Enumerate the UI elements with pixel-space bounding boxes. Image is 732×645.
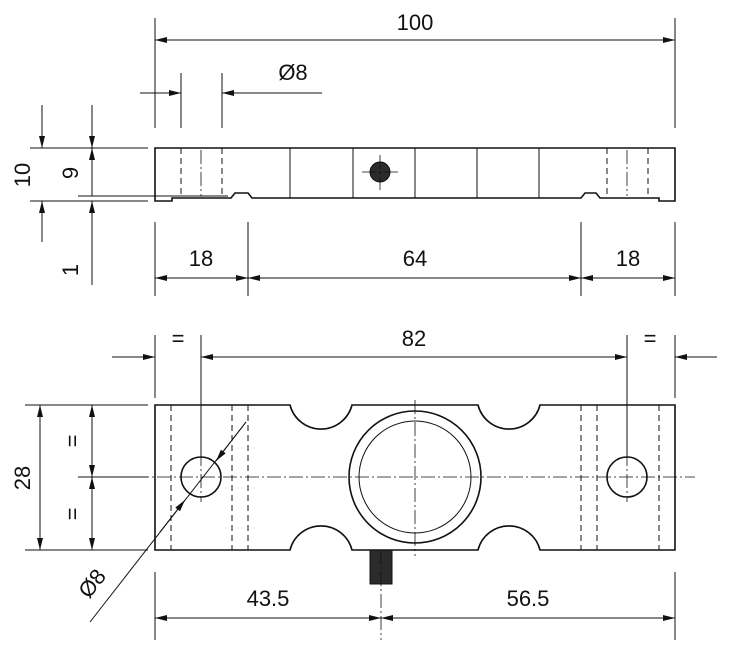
dim-text-9: 9: [58, 167, 83, 179]
top-view-outline: [154, 404, 676, 551]
dim-text-equal-lower: =: [60, 508, 85, 521]
dim-text-18-left: 18: [189, 246, 213, 271]
dim-text-82: 82: [402, 326, 426, 351]
dim-text-100: 100: [397, 10, 434, 35]
dim-text-hole-bottom: Ø8: [73, 564, 111, 603]
dim-text-equal-right: =: [644, 326, 657, 351]
top-view: 82 = = 28 = = Ø8 43.5 56.5: [10, 326, 717, 640]
dim-text-hole-top: Ø8: [278, 60, 307, 85]
hole-leader-arrow-b: [215, 421, 247, 462]
dim-text-equal-left: =: [172, 326, 185, 351]
side-view: 100 Ø8 10 9 1 18 64 18: [10, 10, 676, 296]
dim-text-28: 28: [10, 466, 35, 490]
dim-text-43-5: 43.5: [247, 586, 290, 611]
hole-leader-arrow-a: [159, 499, 186, 533]
dim-text-1: 1: [58, 264, 83, 276]
dim-text-10: 10: [10, 163, 35, 187]
side-view-outline: [154, 147, 676, 202]
dim-text-56-5: 56.5: [507, 586, 550, 611]
dim-text-equal-upper: =: [60, 435, 85, 448]
dim-text-18-right: 18: [616, 246, 640, 271]
dim-text-64: 64: [403, 246, 427, 271]
